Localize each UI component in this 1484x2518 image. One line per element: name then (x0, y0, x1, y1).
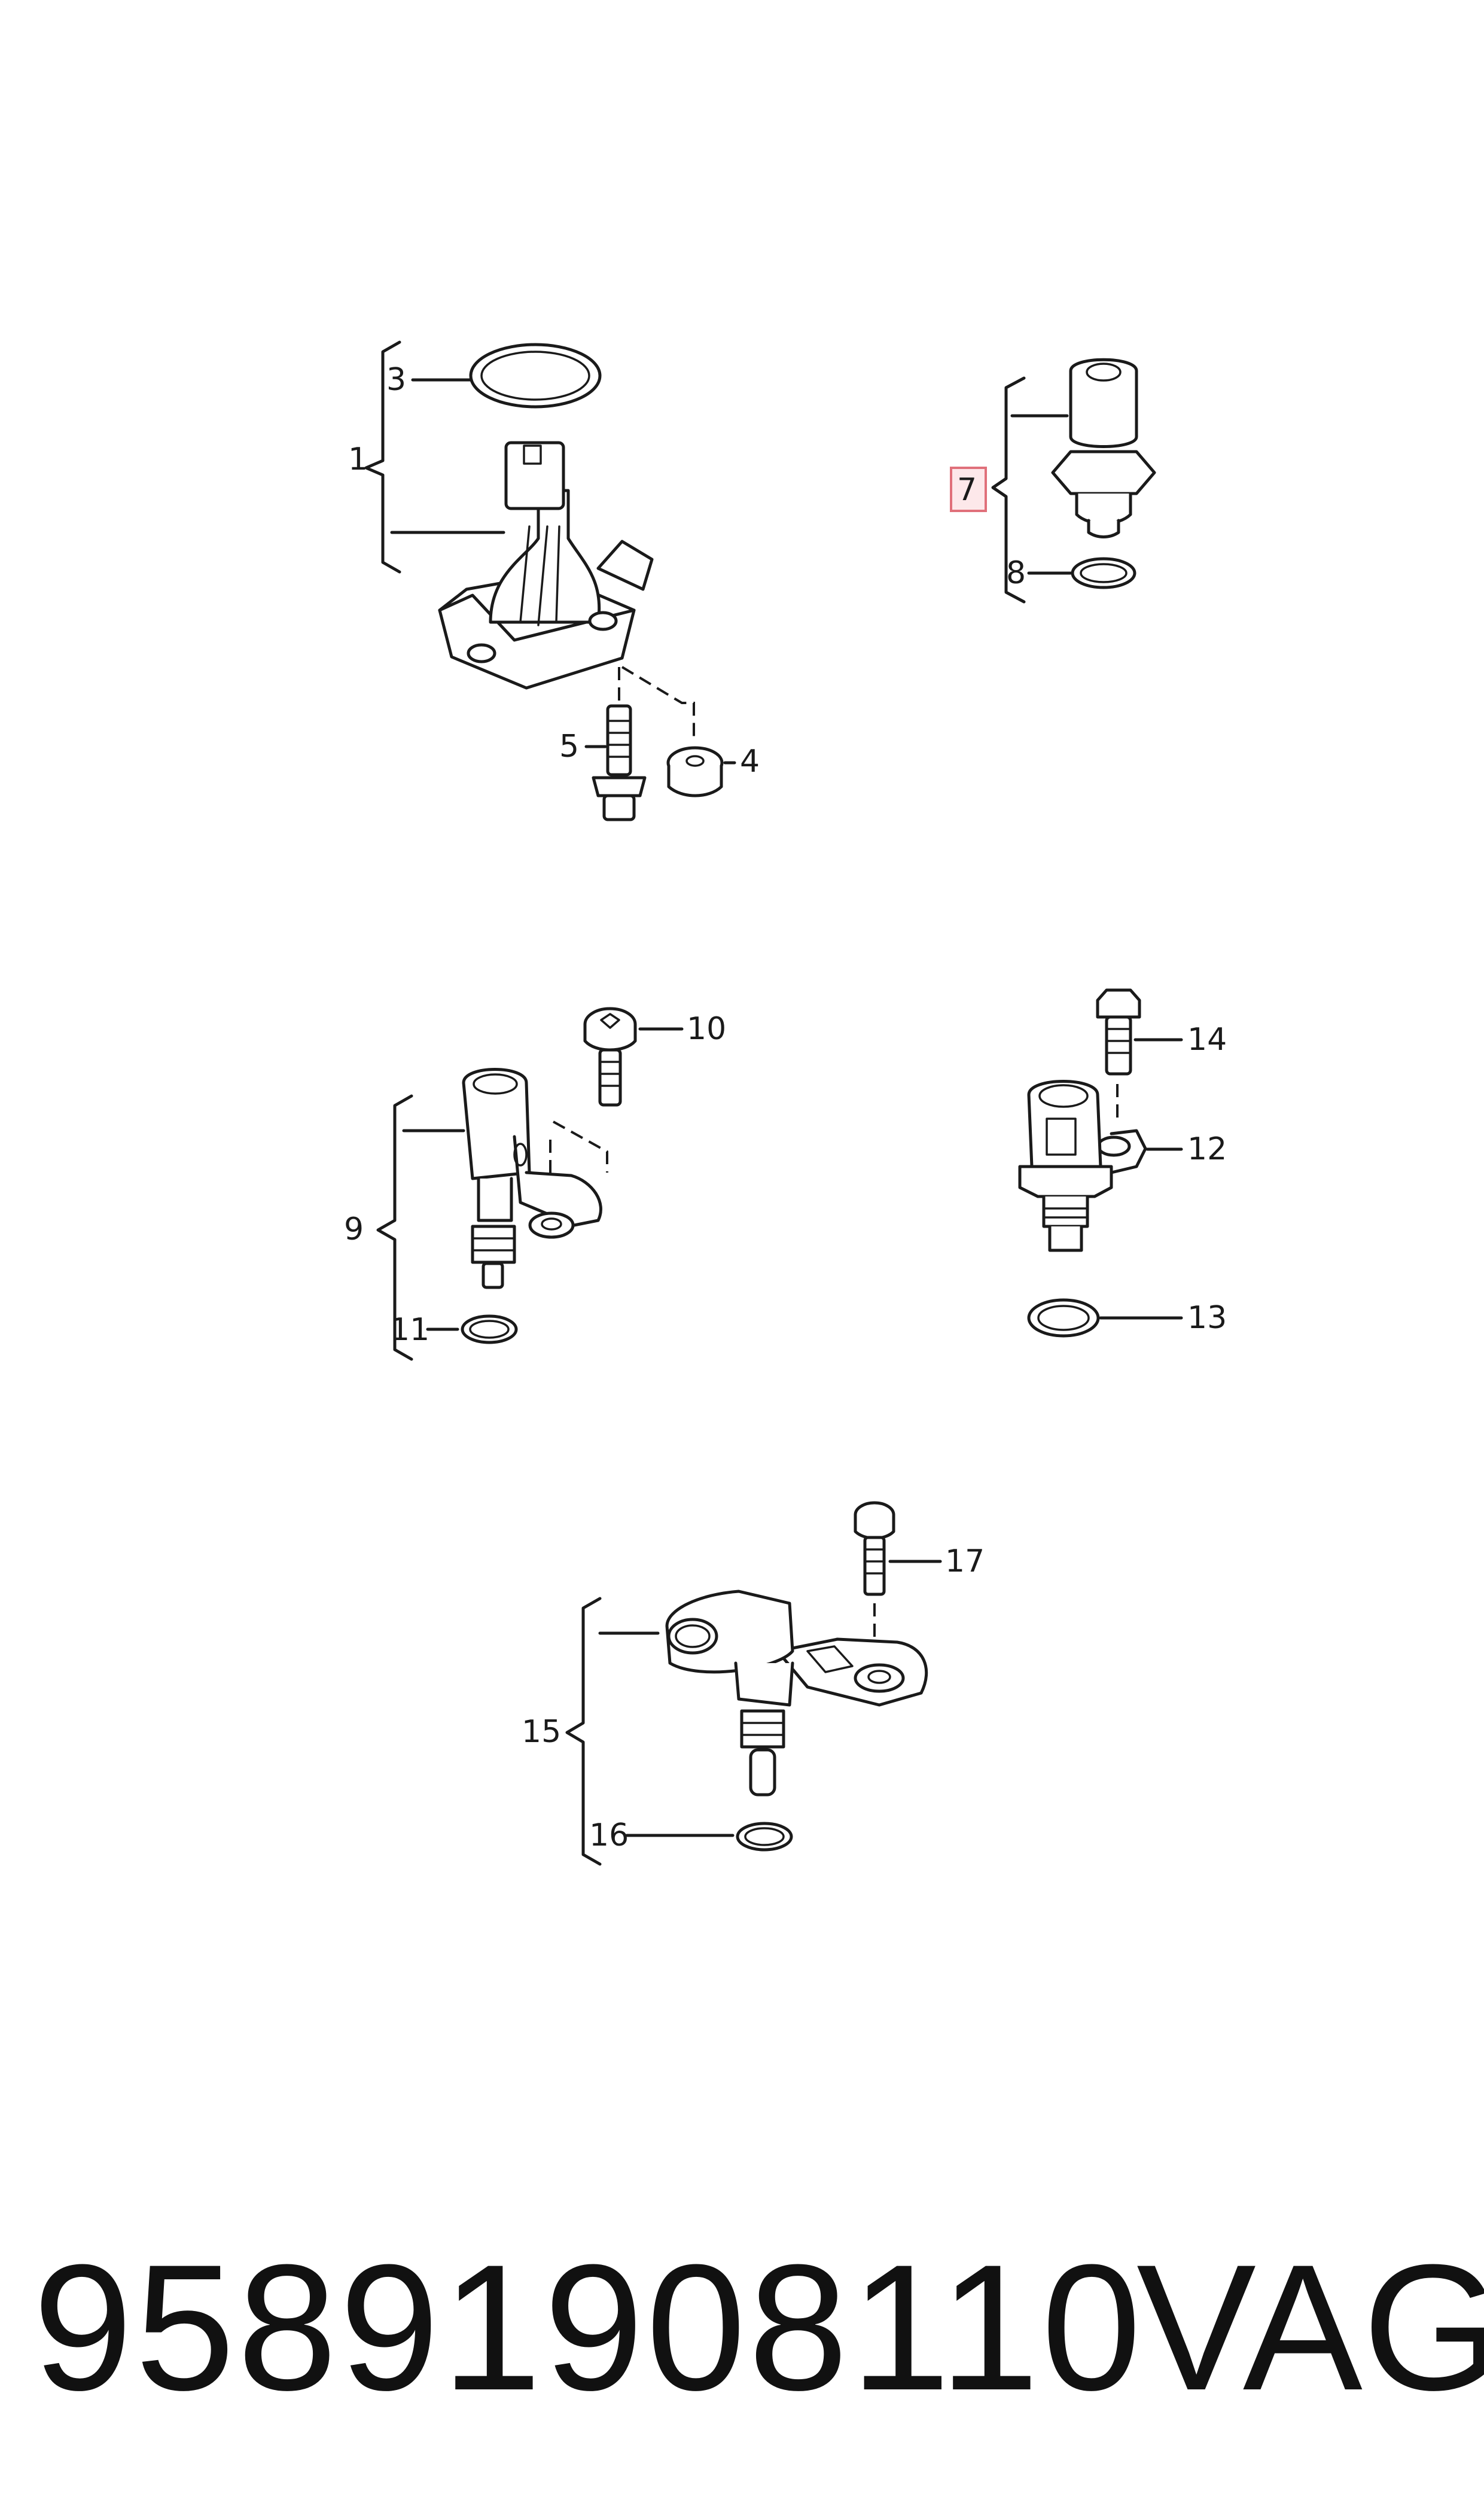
footer: 95891908110 VAG (0, 2213, 1484, 2441)
bracket-9 (376, 1094, 413, 1361)
callout-17[interactable]: 17 (945, 1543, 985, 1579)
nut-4[interactable] (666, 746, 724, 797)
brand-name: VAG (1136, 2227, 1484, 2428)
o-ring-16[interactable] (736, 1822, 793, 1852)
callout-7-highlight (950, 467, 987, 512)
callout-14[interactable]: 14 (1187, 1022, 1227, 1058)
bolt-10[interactable] (583, 1007, 637, 1107)
callout-4[interactable]: 4 (740, 744, 760, 780)
callout-12[interactable]: 12 (1187, 1131, 1227, 1167)
assembly-1-oil-level-sensor: 1 3 5 (348, 340, 760, 821)
oil-level-sensor-body[interactable] (438, 441, 654, 690)
callout-9[interactable]: 9 (344, 1211, 364, 1247)
callout-5[interactable]: 5 (559, 729, 579, 765)
callout-7[interactable]: 7 (957, 472, 977, 508)
part-number: 95891908110 (33, 2227, 1144, 2428)
o-ring-8[interactable] (1071, 557, 1136, 589)
callout-3[interactable]: 3 (386, 362, 406, 398)
o-ring-11[interactable] (461, 1314, 518, 1344)
assembly-15-sensor: 15 17 16 (522, 1501, 985, 1866)
callout-8[interactable]: 8 (1006, 555, 1026, 591)
assembly-7-oil-pressure-switch: 7 8 (950, 358, 1156, 604)
callout-15[interactable]: 15 (522, 1714, 561, 1750)
assembly-9-sensor: 9 10 11 (344, 1007, 726, 1361)
pressure-switch-7[interactable] (1051, 358, 1156, 538)
callout-16[interactable]: 16 (589, 1817, 629, 1853)
bolt-17[interactable] (854, 1501, 895, 1596)
o-ring-13[interactable] (1027, 1298, 1100, 1338)
o-ring-3[interactable] (469, 343, 602, 409)
callout-11[interactable]: 11 (390, 1312, 429, 1348)
bracket-15 (565, 1597, 602, 1866)
bolt-14[interactable] (1096, 988, 1141, 1076)
assembly-12-sensor: 14 12 13 (1018, 988, 1227, 1338)
sensor-15[interactable] (665, 1590, 928, 1797)
bracket-1 (364, 340, 401, 574)
sensor-12[interactable] (1018, 1080, 1147, 1252)
sensor-9[interactable] (462, 1068, 602, 1289)
bracket-7 (991, 376, 1026, 604)
callout-1[interactable]: 1 (348, 442, 368, 477)
callout-13[interactable]: 13 (1187, 1300, 1227, 1336)
bolt-5[interactable] (592, 704, 647, 821)
callout-10[interactable]: 10 (687, 1011, 726, 1047)
